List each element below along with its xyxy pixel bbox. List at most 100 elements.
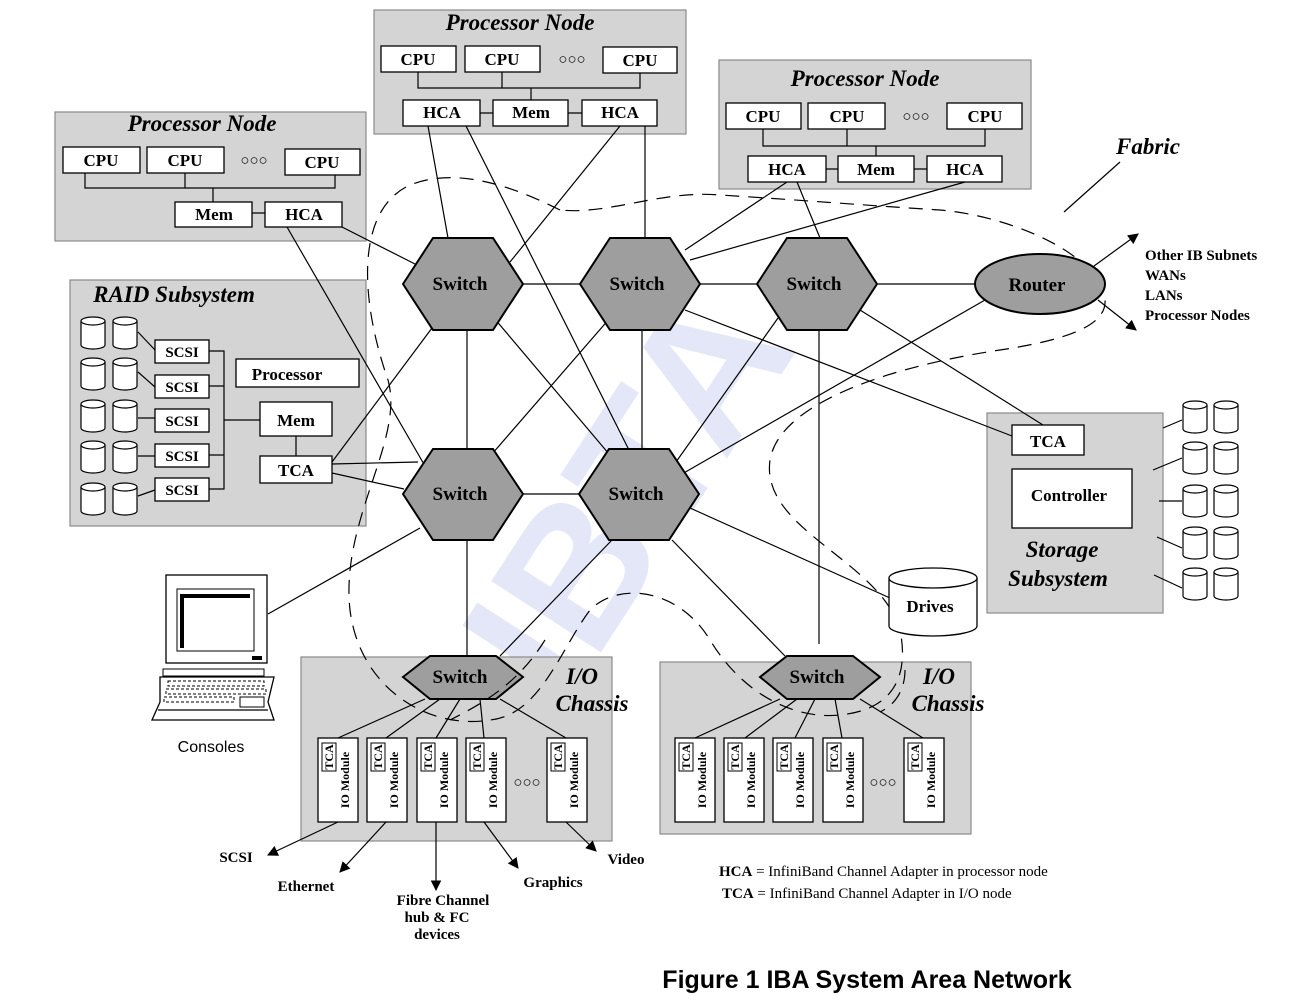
fabric-links (267, 125, 1044, 657)
tca-box: TCA (1030, 432, 1067, 451)
router-label: Router (1009, 275, 1067, 296)
cpu-box: CPU (401, 50, 436, 69)
io-module-label: IO Module (437, 751, 451, 808)
mem-box: Mem (857, 160, 895, 179)
disk-icon (80, 482, 106, 516)
io-chassis-title-line1: I/O (565, 664, 598, 689)
cpu-box: CPU (623, 51, 658, 70)
console-computer-icon (150, 574, 275, 721)
storage-title-line2: Subsystem (1008, 566, 1108, 591)
io-module-tca-label: TCA (470, 744, 484, 770)
ellipsis: ○○○ (240, 153, 267, 169)
io-module-tca-label: TCA (322, 744, 336, 770)
io-module-tca-label: TCA (371, 744, 385, 770)
cpu-box: CPU (830, 107, 865, 126)
destination-processor-nodes: Processor Nodes (1145, 308, 1250, 324)
disk-icon (112, 357, 138, 391)
disk-icon (112, 399, 138, 433)
disk-icon (1213, 567, 1239, 601)
io-chassis-title-line1: I/O (922, 664, 955, 689)
io-module-label: IO Module (744, 751, 758, 808)
drives: Drives (888, 567, 978, 637)
io-module-label: IO Module (567, 751, 581, 808)
fabric-boundary (348, 177, 1106, 722)
destination-lans: LANs (1145, 288, 1183, 304)
scsi-box: SCSI (165, 380, 199, 396)
io-output-video: Video (608, 852, 645, 868)
io-module-label: IO Module (695, 751, 709, 808)
io-module-tca-label: TCA (551, 744, 565, 770)
disk-icon (1213, 484, 1239, 518)
switch-label: Switch (790, 667, 845, 688)
hca-box: HCA (601, 103, 640, 122)
io-output-fibre-line3: devices (414, 927, 460, 943)
controller-box: Controller (1031, 486, 1108, 505)
processor-node-title: Processor Node (790, 66, 940, 91)
disk-icon (80, 399, 106, 433)
tca-tag (907, 742, 923, 772)
processor-box: Processor (252, 365, 323, 384)
tca-tag (469, 742, 485, 772)
disk-icon (1182, 400, 1208, 434)
switch-top-left: Switch (401, 237, 525, 331)
switch-io-right: Switch (758, 655, 882, 700)
io-chassis-dashed-boundary (879, 669, 906, 713)
hca-box: HCA (285, 205, 324, 224)
io-output-arrows (267, 821, 597, 892)
processor-node-left: Processor Node CPU CPU ○○○ CPU Mem HCA (54, 111, 367, 242)
hca-box: HCA (768, 160, 807, 179)
tca-box: TCA (278, 461, 315, 480)
io-output-scsi: SCSI (219, 850, 253, 866)
io-output-graphics: Graphics (523, 875, 582, 891)
io-module-tca-label: TCA (908, 744, 922, 770)
scsi-box: SCSI (165, 449, 199, 465)
io-chassis-title-line2: Chassis (556, 691, 629, 716)
scsi-box: SCSI (165, 414, 199, 430)
switch-top-center: Switch (578, 237, 702, 331)
destination-other-ib-subnets: Other IB Subnets (1145, 248, 1257, 264)
switch-mid-left: Switch (401, 448, 525, 541)
storage-subsystem: TCA Controller Storage Subsystem (986, 400, 1239, 614)
mem-box: Mem (277, 411, 315, 430)
disk-icon (1182, 526, 1208, 560)
ellipsis: ○○○ (902, 109, 929, 125)
tca-tag (370, 742, 386, 772)
io-module-tca-label: TCA (777, 744, 791, 770)
fabric-label: Fabric (1115, 134, 1180, 159)
switch-label: Switch (433, 484, 488, 505)
io-output-fibre-line2: hub & FC (404, 910, 469, 926)
io-module-tca-label: TCA (728, 744, 742, 770)
tca-tag (678, 742, 694, 772)
io-module-label: IO Module (843, 751, 857, 808)
cpu-box: CPU (84, 151, 119, 170)
io-module-label: IO Module (793, 751, 807, 808)
fabric-pointer-line (1063, 161, 1121, 213)
scsi-box: SCSI (165, 483, 199, 499)
figure-caption: Figure 1 IBA System Area Network (662, 966, 1071, 994)
disk-icon (112, 482, 138, 516)
cpu-box: CPU (485, 50, 520, 69)
mem-box: Mem (512, 103, 550, 122)
hca-box: HCA (423, 103, 462, 122)
switch-label: Switch (610, 274, 665, 295)
io-module-label: IO Module (338, 751, 352, 808)
io-module-label: IO Module (387, 751, 401, 808)
disk-icon (80, 357, 106, 391)
disk-icon (1213, 400, 1239, 434)
processor-node-top: Processor Node CPU CPU ○○○ CPU HCA Mem H… (373, 9, 687, 135)
legend-tca: TCA = InfiniBand Channel Adapter in I/O … (722, 886, 1012, 902)
io-output-ethernet: Ethernet (278, 879, 335, 895)
disk-icon (1182, 484, 1208, 518)
disk-icon (1182, 441, 1208, 475)
cpu-box: CPU (968, 107, 1003, 126)
io-module-tca-label: TCA (827, 744, 841, 770)
router: Router (974, 233, 1139, 331)
ellipsis: ○○○ (513, 775, 540, 791)
drives-label: Drives (906, 597, 954, 616)
